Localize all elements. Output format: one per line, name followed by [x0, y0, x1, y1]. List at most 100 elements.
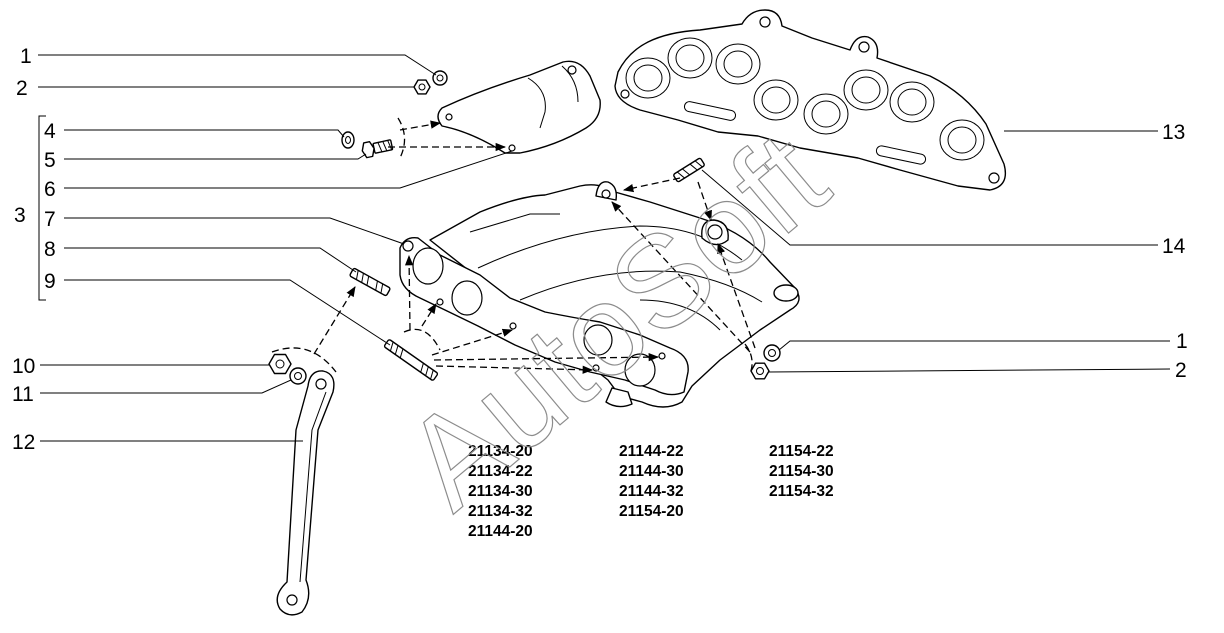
gasket-slot — [875, 145, 927, 165]
assembly-arrow — [404, 254, 414, 331]
washer-inner — [345, 136, 351, 144]
strap-hole — [315, 378, 327, 390]
part-code-column-2: 21144-22 21144-30 21144-32 21154-20 — [619, 443, 684, 520]
stud-8 — [349, 267, 391, 297]
gasket-port — [947, 126, 977, 154]
leader-line-11 — [40, 379, 292, 394]
gasket-port — [811, 100, 841, 128]
gasket-port-rings — [625, 37, 985, 161]
callout-4: 4 — [44, 120, 56, 143]
gasket-port-ring — [715, 43, 761, 85]
stud-thread — [389, 341, 434, 380]
leader-line-5 — [64, 153, 367, 160]
support-strap — [276, 370, 335, 616]
gasket-port-ring — [939, 119, 985, 161]
gasket-port — [897, 88, 927, 116]
washer-4 — [341, 131, 355, 149]
nut-bore — [418, 83, 426, 91]
washer-inner — [768, 349, 776, 357]
exhaust-manifold — [399, 181, 800, 408]
part-code: 21154-20 — [619, 503, 684, 520]
gasket-port — [723, 50, 753, 78]
manifold-stud-hole — [707, 224, 723, 240]
part-code: 21144-20 — [468, 523, 533, 540]
callout-10: 10 — [12, 355, 35, 378]
assembly-arc — [397, 117, 406, 159]
washer-1-left — [432, 70, 448, 86]
part-code-column-3: 21154-22 21154-30 21154-32 — [769, 443, 834, 500]
leader-line-1 — [38, 54, 437, 76]
gasket-port — [761, 86, 791, 114]
washer-outer — [289, 367, 307, 385]
callout-labels: 1 2 3 4 5 6 7 8 9 10 11 12 13 14 1 2 — [12, 45, 1188, 454]
callout-2-right: 2 — [1175, 359, 1187, 382]
manifold-runner-line — [639, 299, 721, 331]
heat-shield-hole — [567, 65, 577, 75]
callout-6: 6 — [44, 178, 56, 201]
bolt-head — [361, 141, 375, 159]
callout-13: 13 — [1162, 121, 1185, 144]
nut-hex — [413, 79, 431, 95]
leader-line-7 — [64, 217, 405, 245]
part-code: 21144-32 — [619, 483, 684, 500]
manifold-bracket-lug — [605, 387, 633, 408]
washer-outer — [341, 131, 355, 149]
leader-line-9 — [64, 279, 391, 346]
flange-port — [451, 280, 483, 316]
part-code: 21134-22 — [468, 463, 533, 480]
washer-inner — [294, 372, 302, 380]
flange-port — [412, 247, 444, 285]
nut-bore — [275, 359, 285, 369]
assembly-arrow — [421, 303, 437, 327]
callout-9: 9 — [44, 270, 56, 293]
flange-stud-hole — [509, 322, 517, 330]
heat-shield-ridge — [561, 65, 579, 103]
assembly-arc — [403, 328, 441, 351]
heat-shield-ridge — [527, 77, 546, 129]
assembly-arrow — [435, 365, 594, 374]
gasket-port — [633, 64, 663, 92]
gasket-bolt-hole — [759, 16, 771, 28]
gasket-bolt-hole — [620, 89, 630, 99]
bolt-thread — [377, 140, 393, 153]
washer-outer — [763, 344, 781, 362]
heat-shield-outline — [437, 60, 601, 154]
part-code: 21154-30 — [769, 463, 834, 480]
callout-8: 8 — [44, 238, 56, 261]
bolt-5 — [361, 139, 394, 159]
nut-2-left — [413, 79, 431, 95]
leader-line-1-right — [778, 340, 1170, 351]
flange-stud-hole — [402, 240, 414, 252]
heat-shield-hole — [445, 113, 453, 121]
heat-shield — [437, 60, 601, 154]
group-bracket-3 — [38, 115, 46, 301]
flange-port — [624, 353, 656, 387]
assembly-arrow — [622, 177, 681, 193]
assembly-arc — [271, 347, 337, 373]
leader-line-14 — [701, 169, 1158, 246]
leader-lines — [38, 54, 1171, 442]
gasket-port-ring — [889, 81, 935, 123]
part-code: 21144-22 — [619, 443, 684, 460]
callout-3: 3 — [14, 204, 26, 227]
manifold-runner-line — [469, 213, 560, 233]
part-code-column-1: 21134-20 21134-22 21134-30 21134-32 2114… — [468, 443, 533, 540]
nut-hex — [268, 353, 292, 375]
leader-line-4 — [64, 129, 345, 138]
heat-shield-hole — [508, 144, 516, 152]
gasket-slot — [683, 101, 737, 121]
leader-line-6 — [64, 150, 513, 189]
gasket-bolt-hole — [988, 172, 1000, 184]
part-code: 21134-32 — [468, 503, 533, 520]
part-code: 21134-30 — [468, 483, 533, 500]
gasket-port — [851, 76, 881, 104]
manifold-flange — [399, 237, 689, 396]
assembly-arrow — [399, 120, 442, 131]
gasket-bolt-hole — [858, 41, 870, 53]
stud-9 — [383, 339, 439, 381]
callout-1-right: 1 — [1176, 330, 1188, 353]
assembly-arrow — [611, 201, 751, 353]
strap-edge — [299, 391, 327, 583]
manifold-gasket — [614, 9, 1007, 191]
